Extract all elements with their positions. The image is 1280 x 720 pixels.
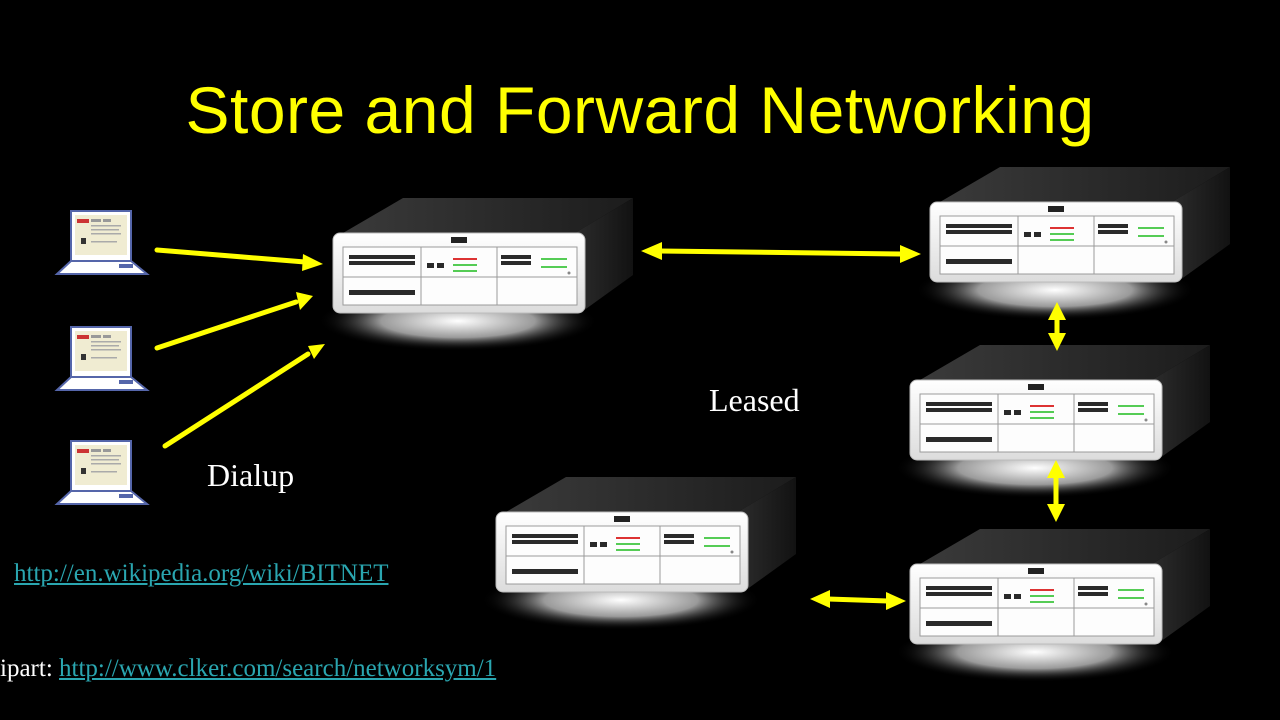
dialup-label: Dialup — [207, 457, 295, 493]
dialup-arrow — [154, 299, 299, 351]
network-switch-icon — [317, 197, 634, 352]
slide-title: Store and Forward Networking — [185, 73, 1095, 147]
leased-arrow — [825, 596, 891, 604]
credit-prefix: ipart: — [0, 655, 60, 682]
network-switch-icon — [914, 166, 1231, 321]
network-switch-icon — [894, 528, 1211, 683]
arrowheads — [296, 242, 1066, 610]
leased-arrow — [657, 248, 905, 257]
laptop-terminal-icon — [56, 440, 148, 505]
dialup-arrow — [162, 351, 311, 449]
laptop-terminal-icon — [56, 210, 148, 275]
clker-link[interactable]: http://www.clker.com/search/networksym/1 — [59, 655, 497, 682]
bitnet-wiki-link[interactable]: http://en.wikipedia.org/wiki/BITNET — [14, 560, 389, 587]
connection-arrows — [154, 247, 1060, 604]
laptop-terminal-icon — [56, 326, 148, 391]
clipart-credit: ipart: http://www.clker.com/search/netwo… — [0, 655, 496, 683]
leased-label: Leased — [709, 382, 800, 418]
dialup-arrow — [154, 247, 308, 265]
network-switch-icon — [480, 476, 797, 631]
